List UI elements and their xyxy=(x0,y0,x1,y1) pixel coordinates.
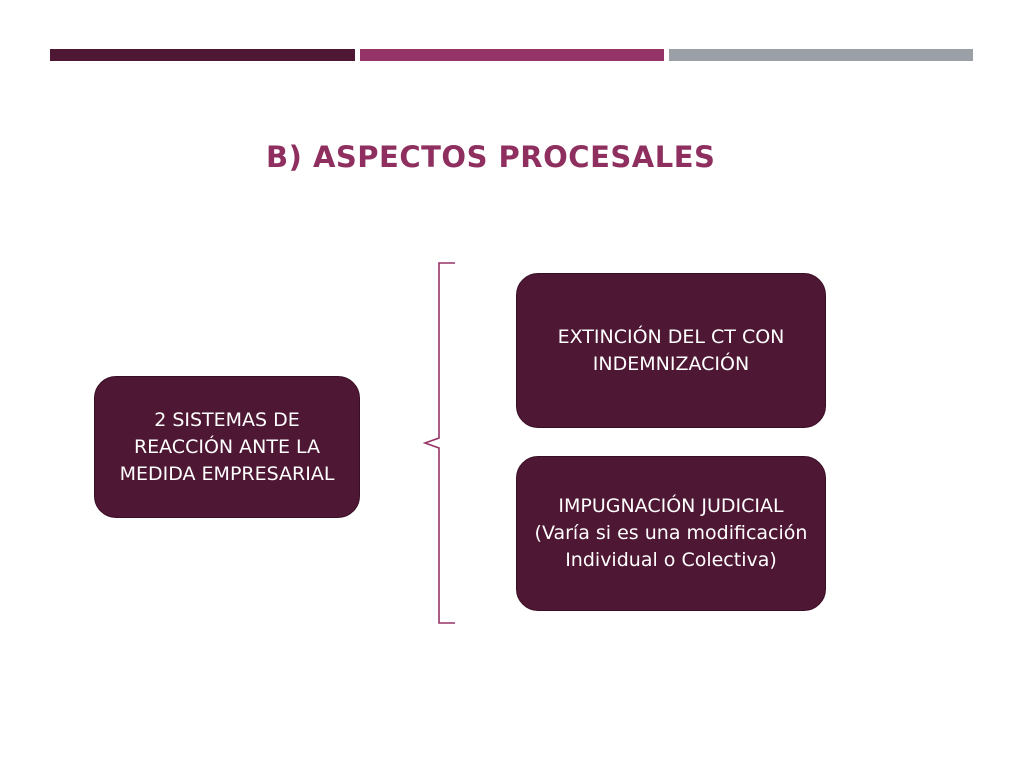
option-line: EXTINCIÓN DEL CT CON xyxy=(557,325,785,348)
option-line: (Varía si es una modificación xyxy=(534,522,808,544)
option-box-impugnacion: IMPUGNACIÓN JUDICIAL (Varía si es una mo… xyxy=(516,456,826,611)
option-line: IMPUGNACIÓN JUDICIAL xyxy=(558,495,784,517)
source-line: MEDIDA EMPRESARIAL xyxy=(119,462,335,485)
curly-brace-connector xyxy=(422,262,455,624)
slide-title: B) ASPECTOS PROCESALES xyxy=(266,140,716,174)
option-box-text: IMPUGNACIÓN JUDICIAL (Varía si es una mo… xyxy=(535,493,808,574)
brace-path xyxy=(422,262,455,624)
option-box-extincion: EXTINCIÓN DEL CT CON INDEMNIZACIÓN xyxy=(516,273,826,428)
source-line: REACCIÓN ANTE LA xyxy=(133,435,321,458)
source-box: 2 SISTEMAS DE REACCIÓN ANTE LA MEDIDA EM… xyxy=(94,376,360,518)
option-line: Individual o Colectiva) xyxy=(565,549,777,571)
accent-bar-magenta xyxy=(360,49,664,61)
source-line: 2 SISTEMAS DE xyxy=(154,408,300,431)
accent-bar-dark xyxy=(50,49,355,61)
source-box-text: 2 SISTEMAS DE REACCIÓN ANTE LA MEDIDA EM… xyxy=(120,407,335,488)
option-line: INDEMNIZACIÓN xyxy=(592,352,750,375)
option-box-text: EXTINCIÓN DEL CT CON INDEMNIZACIÓN xyxy=(558,324,785,378)
accent-bar-gray xyxy=(669,49,973,61)
